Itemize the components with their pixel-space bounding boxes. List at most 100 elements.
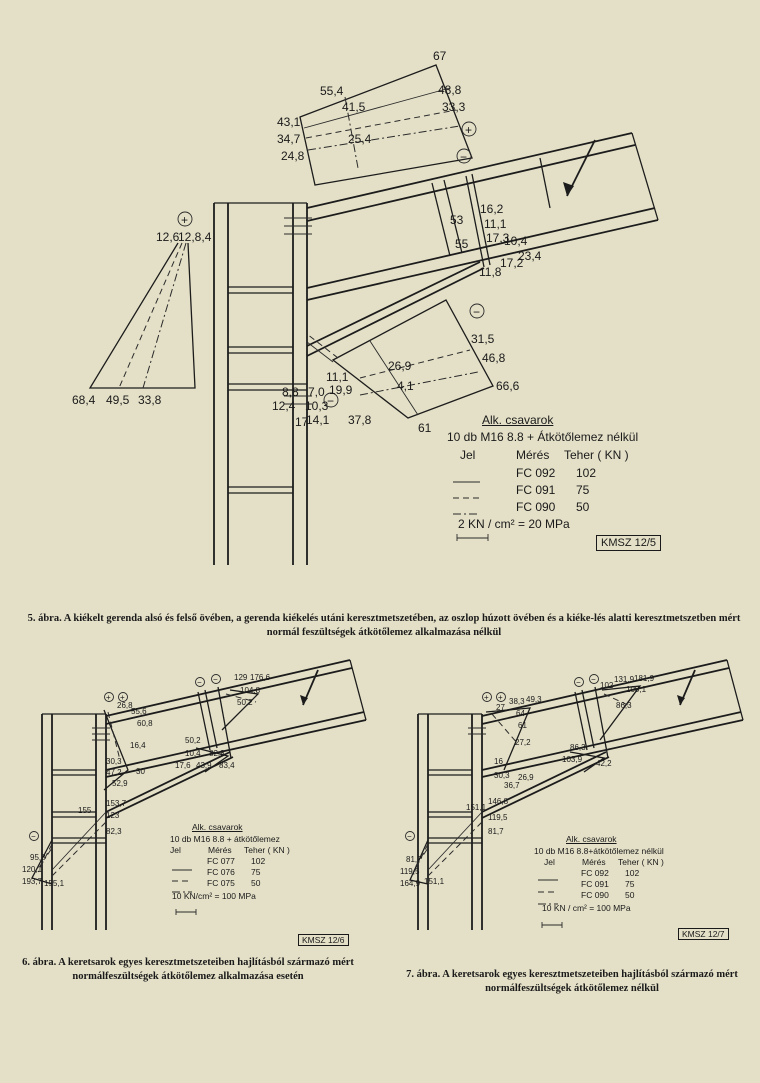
- legend-load: 102: [625, 868, 640, 878]
- legend-load: 50: [576, 500, 590, 514]
- fig5-legend-spec: 10 db M16 8.8 + Átkötőlemez nélkül: [447, 430, 639, 444]
- fig5-value: 16,2: [480, 202, 504, 216]
- fig6-legend: Alk. csavarok 10 db M16 8.8 + átkötőleme…: [170, 822, 290, 901]
- legend-load: 75: [625, 879, 635, 889]
- fig7-value: 100,1: [626, 685, 647, 694]
- fig7-legend: Alk. csavarok 10 db M16 8.8+átkötőlemez …: [534, 834, 664, 913]
- fig5-value: 46,8: [482, 351, 506, 365]
- fig7-value: 27,2: [515, 738, 531, 747]
- fig5-value: 43,1: [277, 115, 301, 129]
- fig7-value: 86,3: [616, 701, 632, 710]
- fig5-minus-sign-1: [456, 148, 472, 164]
- fig6-legend-header: Jel Mérés Teher ( KN ): [170, 845, 290, 855]
- fig5-legend-row: FC 091 75: [516, 483, 638, 497]
- legend-code: FC 091: [516, 483, 556, 497]
- legend-header-teher: Teher ( KN ): [244, 845, 290, 855]
- fig6-value: 50,2: [237, 698, 253, 707]
- fig7-value: 181,9: [634, 674, 655, 683]
- fig5-value: 34,7: [277, 132, 301, 146]
- fig6-value: 193,7: [22, 877, 43, 886]
- legend-code: FC 075: [207, 878, 235, 888]
- fig5-value: 41,5: [342, 100, 366, 114]
- legend-load: 75: [576, 483, 590, 497]
- fig6-value: 83,4: [219, 761, 235, 770]
- fig5-value: 23,4: [518, 249, 542, 263]
- fig6-value: 123: [106, 811, 120, 820]
- fig6-value: 17,6: [175, 761, 191, 770]
- fig7-code-box: KMSZ 12/7: [678, 928, 729, 940]
- fig5-value: 68,4: [72, 393, 96, 407]
- fig6-legend-row: FC 076 75: [207, 867, 290, 877]
- fig7-legend-scale: 10 KN / cm² = 100 MPa: [542, 903, 631, 913]
- fig5-value: 11,1: [326, 370, 349, 384]
- fig7-legend-row: FC 090 50: [581, 890, 664, 900]
- fig5-value: 11,1: [484, 217, 507, 231]
- fig7-value: 102: [600, 681, 614, 690]
- minus-icon: −: [576, 678, 581, 687]
- fig5-value: 17,2: [500, 256, 524, 270]
- fig7-value: 16: [494, 757, 503, 766]
- fig7-legend-row: FC 092 102: [581, 868, 664, 878]
- fig6-legend-spec: 10 db M16 8.8 + átkötőlemez: [170, 834, 280, 844]
- legend-header-meres: Mérés: [208, 845, 232, 855]
- legend-code: FC 076: [207, 867, 235, 877]
- fig5-legend-header: Jel Mérés Teher ( KN ): [460, 448, 638, 462]
- fig7-value: 61: [518, 721, 527, 730]
- fig5-value: 31,5: [471, 332, 495, 346]
- fig6-value: 43,9: [196, 761, 212, 770]
- fig5-value: 49,5: [106, 393, 130, 407]
- fig6-value: 129: [234, 673, 248, 682]
- fig5-code-box: KMSZ 12/5: [596, 535, 662, 551]
- legend-code: FC 077: [207, 856, 235, 866]
- fig5-legend-row: FC 090 50: [516, 500, 638, 514]
- legend-code: FC 092: [581, 868, 609, 878]
- fig5-value: 24,8: [281, 149, 305, 163]
- fig6-value: 82,8: [209, 749, 225, 758]
- fig5-values: 67 55,4 41,5 48,8 33,3 43,1 34,7 25,4 24…: [72, 49, 542, 435]
- fig7-signs: [405, 674, 599, 841]
- fig6-value: 26,8: [117, 701, 133, 710]
- fig5-value: 66,6: [496, 379, 520, 393]
- fig7-value: 64: [516, 709, 525, 718]
- legend-load: 75: [251, 867, 261, 877]
- fig5-value: 14,1: [306, 413, 330, 427]
- fig7-value: 131,9: [614, 675, 635, 684]
- fig6-value: 120,1: [22, 865, 43, 874]
- fig5-minus-sign-2: [469, 303, 485, 319]
- fig6-code-box: KMSZ 12/6: [298, 934, 349, 946]
- legend-header-jel: Jel: [544, 857, 555, 867]
- fig7-value: 38,3: [509, 697, 525, 706]
- fig5-value: 7,0: [308, 385, 325, 399]
- fig5-plus-sign-1: [461, 121, 477, 137]
- fig7-values: 27 38,3 49,3 64 61 27,2 102 131,9 181,9 …: [400, 674, 655, 888]
- fig5-value: 12,6: [156, 230, 180, 244]
- fig6-values: 26,8 55,6 60,8 129 176,6 104,8 50,2 16,4…: [22, 673, 271, 888]
- fig5-value: 53: [450, 213, 464, 227]
- fig7-value: 42,2: [596, 759, 612, 768]
- plus-icon: +: [181, 213, 188, 227]
- fig7-legend-spec: 10 db M16 8.8+átkötőlemez nélkül: [534, 846, 664, 856]
- fig6-caption: 6. ábra. A keretsarok egyes keresztmetsz…: [22, 957, 354, 982]
- fig7-column: [417, 713, 486, 930]
- plus-icon: +: [106, 693, 111, 702]
- fig6-value: 95,8: [30, 853, 46, 862]
- fig7-stress: [409, 685, 642, 885]
- fig5-value: 17: [295, 415, 309, 429]
- fig5-value: 37,8: [348, 413, 372, 427]
- fig7-caption: 7. ábra. A keretsarok egyes keresztmetsz…: [406, 969, 738, 994]
- fig7-legend-header: Jel Mérés Teher ( KN ): [544, 857, 664, 867]
- fig6-value: 52,9: [112, 779, 128, 788]
- fig6-stress: [31, 689, 260, 885]
- fig7-legend-row: FC 091 75: [581, 879, 664, 889]
- minus-icon: −: [473, 305, 480, 319]
- fig6-legend-title: Alk. csavarok: [192, 822, 243, 832]
- fig6-value: 30,3: [106, 757, 122, 766]
- legend-header-jel: Jel: [460, 448, 476, 462]
- fig5-value: 67: [433, 49, 447, 63]
- fig6-value: 82,3: [106, 827, 122, 836]
- fig5-value: 19,9: [329, 383, 353, 397]
- legend-header-teher: Teher ( KN ): [618, 857, 664, 867]
- fig5-legend: Alk. csavarok 10 db M16 8.8 + Átkötőleme…: [447, 413, 638, 531]
- fig5-value: 12,8,4: [178, 230, 212, 244]
- fig7-value: 81,7: [406, 855, 422, 864]
